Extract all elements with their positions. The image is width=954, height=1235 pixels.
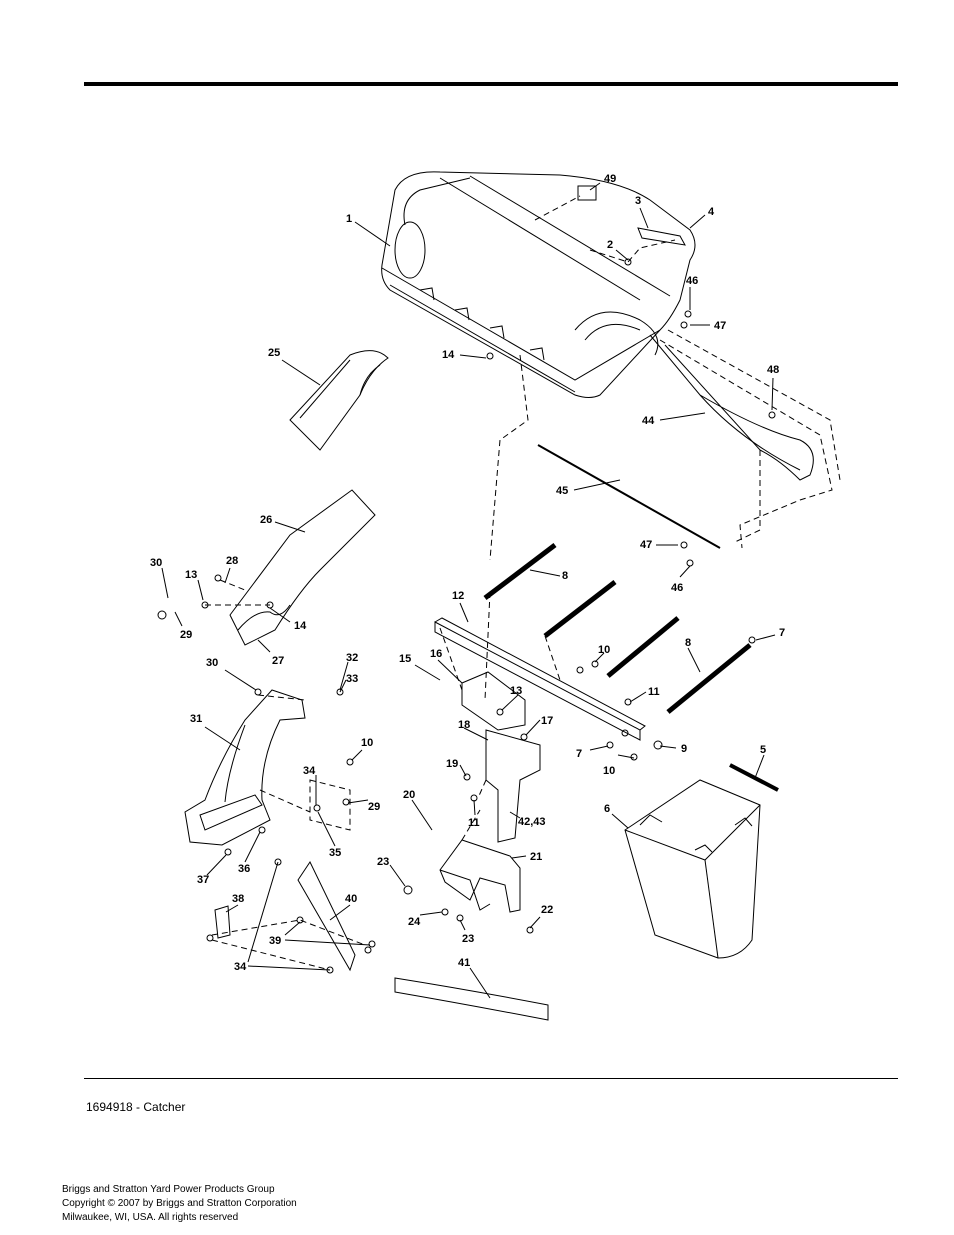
callout-20: 20 [403, 789, 415, 801]
callout-13: 13 [510, 685, 522, 697]
part-chute-panel [229, 489, 376, 646]
part-deflector [289, 350, 389, 451]
callout-47: 47 [714, 320, 726, 332]
callout-11: 11 [648, 686, 660, 698]
callout-33: 33 [346, 673, 358, 685]
callout-45: 45 [556, 485, 568, 497]
callout-24: 24 [408, 916, 421, 928]
callout-42-43: 42,43 [518, 816, 546, 828]
callout-7: 7 [779, 627, 785, 639]
footer-line-copyright: Copyright © 2007 by Briggs and Stratton … [62, 1198, 297, 1209]
diagram-caption: 1694918 - Catcher [86, 1100, 186, 1114]
callout-35: 35 [329, 847, 341, 859]
part-tube [606, 616, 680, 678]
callout-4: 4 [708, 206, 715, 218]
callout-14: 14 [442, 349, 455, 361]
part-lower-chute [184, 689, 306, 846]
callout-2: 2 [607, 239, 613, 251]
callout-36: 36 [238, 863, 250, 875]
callout-26: 26 [260, 514, 272, 526]
assembly-lines [205, 195, 841, 971]
callout-30: 30 [150, 557, 162, 569]
footer-line-location: Milwaukee, WI, USA. All rights reserved [62, 1212, 239, 1223]
callout-44: 44 [642, 415, 655, 427]
callout-8: 8 [562, 570, 568, 582]
callout-1: 1 [346, 213, 352, 225]
callout-29: 29 [180, 629, 192, 641]
callout-21: 21 [530, 851, 542, 863]
callout-3: 3 [635, 195, 641, 207]
part-bag-handle [729, 763, 779, 792]
part-plate [297, 860, 356, 972]
callout-6: 6 [604, 803, 610, 815]
callout-9: 9 [681, 743, 687, 755]
callout-46: 46 [686, 275, 698, 287]
part-chute-shroud [649, 334, 814, 481]
callout-17: 17 [541, 715, 553, 727]
part-frame-bar [434, 617, 646, 741]
callout-40: 40 [345, 893, 357, 905]
callout-49: 49 [604, 173, 616, 185]
part-catcher-hood [381, 171, 696, 398]
callout-22: 22 [541, 904, 553, 916]
callout-41: 41 [458, 957, 470, 969]
copyright-footer: Briggs and Stratton Yard Power Products … [62, 1183, 297, 1225]
part-hardware [157, 258, 776, 974]
part-flap [394, 977, 549, 1021]
callout-39: 39 [269, 935, 281, 947]
callout-30: 30 [206, 657, 218, 669]
part-tube [483, 543, 557, 600]
callout-15: 15 [399, 653, 411, 665]
callout-29: 29 [368, 801, 380, 813]
callout-37: 37 [197, 874, 209, 886]
callout-23: 23 [462, 933, 474, 945]
callout-10: 10 [361, 737, 373, 749]
callout-28: 28 [226, 555, 238, 567]
callout-47: 47 [640, 539, 652, 551]
callout-25: 25 [268, 347, 280, 359]
callout-32: 32 [346, 652, 358, 664]
callout-38: 38 [232, 893, 244, 905]
callout-12: 12 [452, 590, 464, 602]
callout-5: 5 [760, 744, 766, 756]
callout-31: 31 [190, 713, 202, 725]
footer-rule [84, 1078, 898, 1079]
part-bracket [461, 671, 541, 843]
part-small-bracket [214, 905, 231, 939]
part-decal [577, 185, 597, 201]
part-long-rod [537, 444, 721, 549]
callout-18: 18 [458, 719, 470, 731]
callout-34: 34 [303, 765, 316, 777]
part-tube [543, 580, 617, 638]
part-catcher-bag [624, 779, 761, 959]
callout-labels: 49 3 4 1 2 46 47 25 14 48 44 45 26 47 30… [150, 173, 785, 973]
part-tube [666, 643, 752, 714]
callout-48: 48 [767, 364, 779, 376]
callout-8: 8 [685, 637, 691, 649]
callout-14: 14 [294, 620, 307, 632]
callout-10: 10 [603, 765, 615, 777]
callout-10: 10 [598, 644, 610, 656]
leader-lines [161, 182, 776, 999]
callout-11: 11 [468, 817, 480, 829]
footer-line-company: Briggs and Stratton Yard Power Products … [62, 1184, 275, 1195]
callout-13: 13 [185, 569, 197, 581]
callout-23: 23 [377, 856, 389, 868]
part-mount-bracket [439, 839, 521, 913]
callout-34: 34 [234, 961, 247, 973]
callout-19: 19 [446, 758, 458, 770]
part-latch [637, 227, 686, 246]
header-rule [84, 82, 898, 86]
callout-7: 7 [576, 748, 582, 760]
callout-27: 27 [272, 655, 284, 667]
callout-46: 46 [671, 582, 683, 594]
callout-16: 16 [430, 648, 442, 660]
